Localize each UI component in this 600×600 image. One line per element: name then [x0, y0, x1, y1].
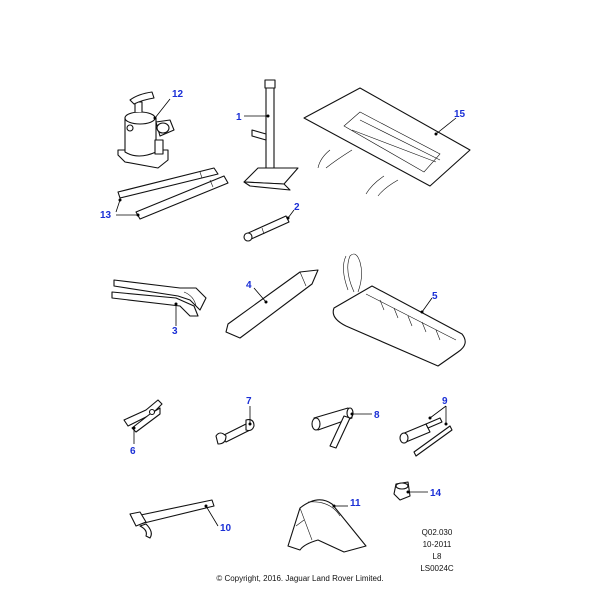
callout-3: 3	[172, 326, 178, 337]
reference-code: Q02.030	[421, 528, 453, 537]
callout-4: 4	[246, 280, 252, 291]
wheel-key-part[interactable]	[243, 215, 290, 242]
callout-9: 9	[442, 396, 448, 407]
callout-15: 15	[454, 109, 466, 120]
callout-6: 6	[130, 446, 136, 457]
callout-8: 8	[374, 410, 380, 421]
tool-bag-part[interactable]	[303, 87, 471, 197]
copyright-notice: © Copyright, 2016. Jaguar Land Rover Lim…	[216, 574, 384, 583]
wheel-brace-part[interactable]	[129, 499, 215, 539]
locking-adaptor-part[interactable]	[393, 481, 411, 501]
jack-tool-part[interactable]	[243, 79, 299, 191]
callout-14: 14	[430, 488, 442, 499]
callout-5: 5	[432, 291, 438, 302]
wheel-chock-part[interactable]	[287, 499, 367, 553]
bottle-jack-part[interactable]	[117, 91, 175, 169]
callout-11: 11	[350, 498, 361, 509]
box-spanner-part[interactable]	[311, 407, 354, 449]
callout-10: 10	[220, 523, 232, 534]
tool-roll-part[interactable]	[332, 253, 466, 367]
callout-7: 7	[246, 396, 252, 407]
drawing-id: LS0024C	[420, 564, 454, 573]
tyre-lever-part[interactable]	[225, 269, 319, 339]
callout-2: 2	[294, 202, 300, 213]
model-code: L8	[432, 552, 442, 561]
callout-12: 12	[172, 89, 184, 100]
combination-pliers-part[interactable]	[123, 399, 163, 433]
jack-handle-part[interactable]	[117, 167, 229, 220]
callout-1: 1	[236, 112, 242, 123]
adjustable-pliers-part[interactable]	[111, 279, 207, 317]
screwdriver-part[interactable]	[399, 417, 453, 457]
issue-date: 10-2011	[422, 540, 452, 549]
spanner-part[interactable]	[215, 419, 255, 445]
callout-13: 13	[100, 210, 112, 221]
